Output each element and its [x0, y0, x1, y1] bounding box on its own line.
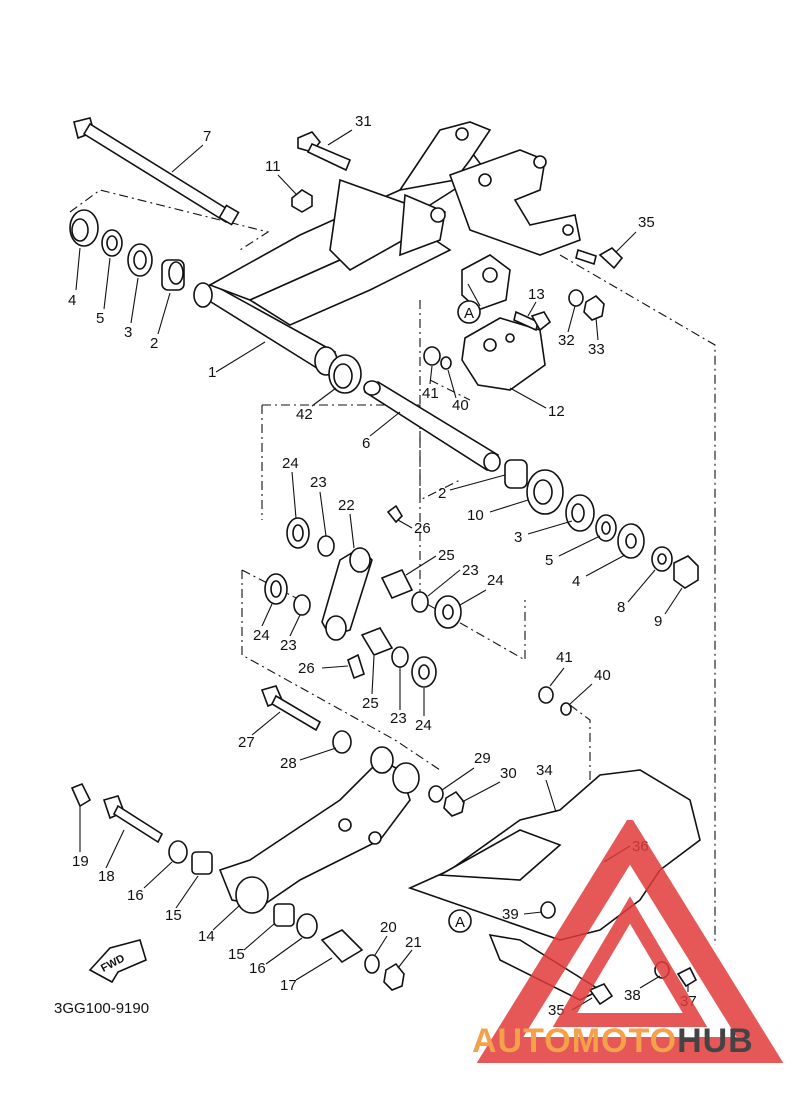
swingarm: [193, 121, 581, 376]
callout-20: 20: [380, 919, 397, 936]
callout-31: 31: [355, 113, 372, 130]
callout-41-top: 41: [422, 385, 439, 402]
callout-2-left: 2: [150, 335, 158, 352]
callout-30: 30: [500, 765, 517, 782]
callout-2-right: 2: [438, 485, 446, 502]
callout-38: 38: [624, 987, 641, 1004]
callout-4-left: 4: [68, 292, 76, 309]
callout-24-b: 24: [487, 572, 504, 589]
callout-18: 18: [98, 868, 115, 885]
callout-28: 28: [280, 755, 297, 772]
callout-25-a: 25: [438, 547, 455, 564]
fwd-arrow: [88, 939, 147, 984]
callout-6: 6: [362, 435, 370, 452]
callout-40-bottom: 40: [594, 667, 611, 684]
watermark-brand-part2: HUB: [677, 1022, 754, 1060]
callout-24-c: 24: [253, 627, 270, 644]
callout-23-d: 23: [390, 710, 407, 727]
callout-39: 39: [502, 906, 519, 923]
watermark-brand-text: AUTOMOTOHUB: [472, 1022, 754, 1061]
callout-23-a: 23: [310, 474, 327, 491]
ref-a-circle-bottom: [448, 909, 472, 933]
ref-a-circle-top: [457, 300, 481, 324]
callout-32: 32: [558, 332, 575, 349]
callout-23-b: 23: [462, 562, 479, 579]
callout-41-bottom: 41: [556, 649, 573, 666]
callout-33: 33: [588, 341, 605, 358]
callout-14: 14: [198, 928, 215, 945]
callout-35-top: 35: [638, 214, 655, 231]
callout-24-a: 24: [282, 455, 299, 472]
callout-22: 22: [338, 497, 355, 514]
callout-3-left: 3: [124, 324, 132, 341]
callout-9: 9: [654, 613, 662, 630]
callout-40-top: 40: [452, 397, 469, 414]
callout-3-right: 3: [514, 529, 522, 546]
bolts-top: [291, 131, 352, 213]
callout-21: 21: [405, 934, 422, 951]
relay-shaft: [363, 380, 501, 472]
seal-42: [328, 354, 362, 394]
callout-26-b: 26: [298, 660, 315, 677]
callout-7: 7: [203, 128, 211, 145]
left-bearing-set: [69, 209, 185, 291]
diagram-code: 3GG100-9190: [54, 1000, 149, 1017]
callout-1: 1: [208, 364, 216, 381]
shock-bracket: [423, 246, 624, 391]
callout-42: 42: [296, 406, 313, 423]
callout-4-right: 4: [572, 573, 580, 590]
callout-25-b: 25: [362, 695, 379, 712]
callout-8: 8: [617, 599, 625, 616]
pivot-bolt: [73, 117, 240, 226]
callout-34: 34: [536, 762, 553, 779]
callout-29: 29: [474, 750, 491, 767]
callout-11: 11: [265, 158, 281, 175]
callout-13: 13: [528, 286, 545, 303]
footrest-bracket-assembly: [407, 686, 701, 1006]
callout-15-right: 15: [228, 946, 245, 963]
callout-16-right: 16: [249, 960, 266, 977]
callout-10: 10: [467, 507, 484, 524]
callout-19: 19: [72, 853, 89, 870]
callout-24-d: 24: [415, 717, 432, 734]
watermark-brand-part1: AUTOMOTO: [472, 1022, 678, 1060]
right-bearing-set: [504, 459, 699, 589]
lower-arm-assembly: [70, 685, 465, 991]
callout-5-right: 5: [545, 552, 553, 569]
callout-16-left: 16: [127, 887, 144, 904]
callout-15-left: 15: [165, 907, 182, 924]
callout-23-c: 23: [280, 637, 297, 654]
callout-17: 17: [280, 977, 297, 994]
callout-26-a: 26: [414, 520, 431, 537]
relay-link-assembly: [264, 504, 462, 688]
callout-12: 12: [548, 403, 565, 420]
callout-27: 27: [238, 734, 255, 751]
watermark-triangle-logo: [476, 820, 784, 1063]
callout-5-left: 5: [96, 310, 104, 327]
ref-a-top: A: [464, 305, 474, 322]
ref-a-bottom: A: [455, 914, 465, 931]
